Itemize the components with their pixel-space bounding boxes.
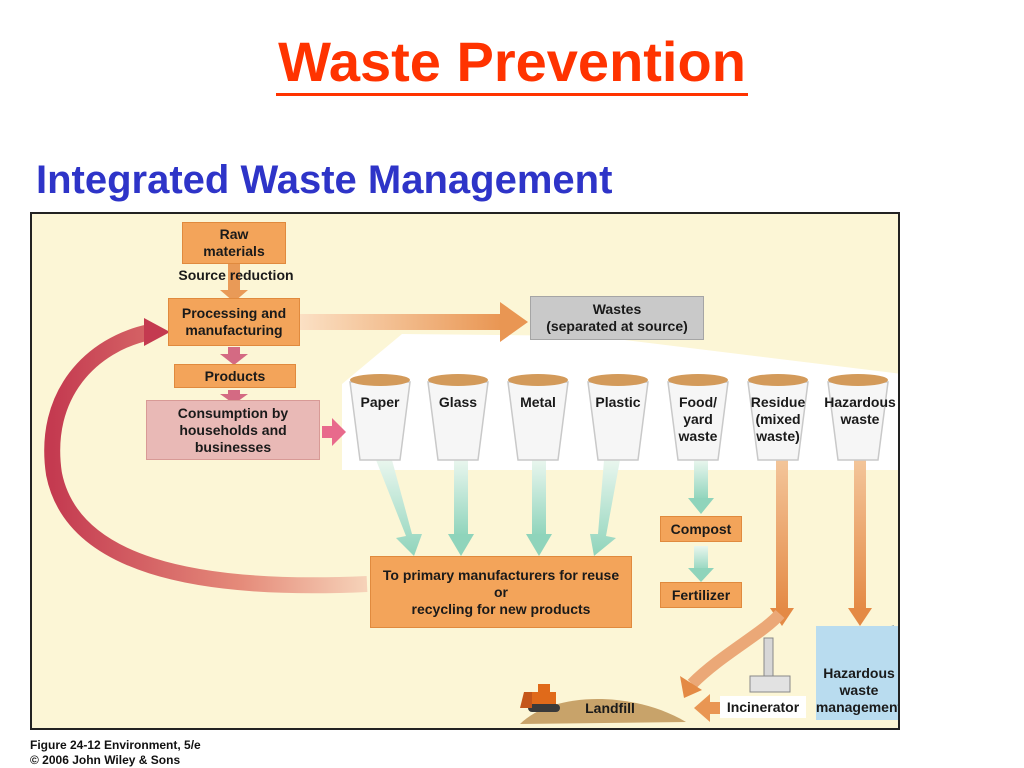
bin-label-metal: Metal	[520, 394, 556, 410]
arrow-compost-to-fertilizer	[688, 568, 714, 582]
arrow-processing-to-wastes	[500, 302, 528, 342]
arrow-products-to-consumption	[220, 394, 248, 404]
fertilizer-box: Fertilizer	[660, 582, 742, 608]
raw-materials-box: Raw materials	[182, 222, 286, 264]
landfill-label: Landfill	[585, 700, 635, 716]
consumption-box: Consumption by households and businesses	[146, 400, 320, 460]
bin-label-glass: Glass	[438, 394, 478, 410]
arrow-plastic-to-primary	[590, 460, 620, 556]
compost-box: Compost	[660, 516, 742, 542]
bin-label-food-yard: Food/ yard waste	[678, 394, 718, 444]
incinerator-icon	[749, 637, 791, 693]
diagram-arrows	[44, 264, 898, 724]
arrow-food-to-compost	[688, 498, 714, 514]
hazardous-management-box: Hazardous waste management	[816, 626, 898, 720]
bin-label-plastic: Plastic	[595, 394, 641, 410]
figure-caption: Figure 24-12 Environment, 5/e © 2006 Joh…	[30, 738, 201, 768]
caption-line-1: Figure 24-12 Environment, 5/e	[30, 738, 201, 752]
slide-subtitle: Integrated Waste Management	[36, 158, 613, 202]
incinerator-label: Incinerator	[720, 696, 806, 718]
bins-graphics	[349, 374, 889, 461]
processing-box: Processing and manufacturing	[168, 298, 300, 346]
arrow-incinerator-to-landfill	[694, 694, 710, 722]
slide-title: Waste Prevention	[0, 30, 1024, 96]
arrow-recycle-arc	[44, 324, 368, 594]
bin-label-paper: Paper	[360, 394, 400, 410]
arrow-consumption-to-bins	[332, 418, 346, 446]
bin-label-residue: Residue (mixed waste)	[750, 394, 806, 444]
bin-label-hazardous: Hazardous waste	[824, 394, 896, 427]
arrow-hazardous-down	[848, 608, 872, 626]
landfill-mound	[520, 698, 686, 724]
arrow-residue-to-landfill	[687, 609, 785, 689]
source-reduction-label: Source reduction	[178, 267, 294, 283]
bulldozer-icon	[520, 684, 560, 712]
arrow-raw-to-processing	[228, 264, 240, 294]
primary-manufacturers-box: To primary manufacturers for reuse or re…	[370, 556, 632, 628]
arrow-glass-to-primary	[448, 534, 474, 556]
arrow-processing-to-products	[220, 354, 248, 365]
wastes-box: Wastes (separated at source)	[530, 296, 704, 340]
caption-line-2: © 2006 John Wiley & Sons	[30, 753, 181, 767]
arrow-paper-to-primary	[376, 460, 422, 556]
arrow-metal-to-primary	[526, 534, 552, 556]
products-box: Products	[174, 364, 296, 388]
waste-management-figure: Raw materials Source reduction Processin…	[30, 212, 900, 730]
